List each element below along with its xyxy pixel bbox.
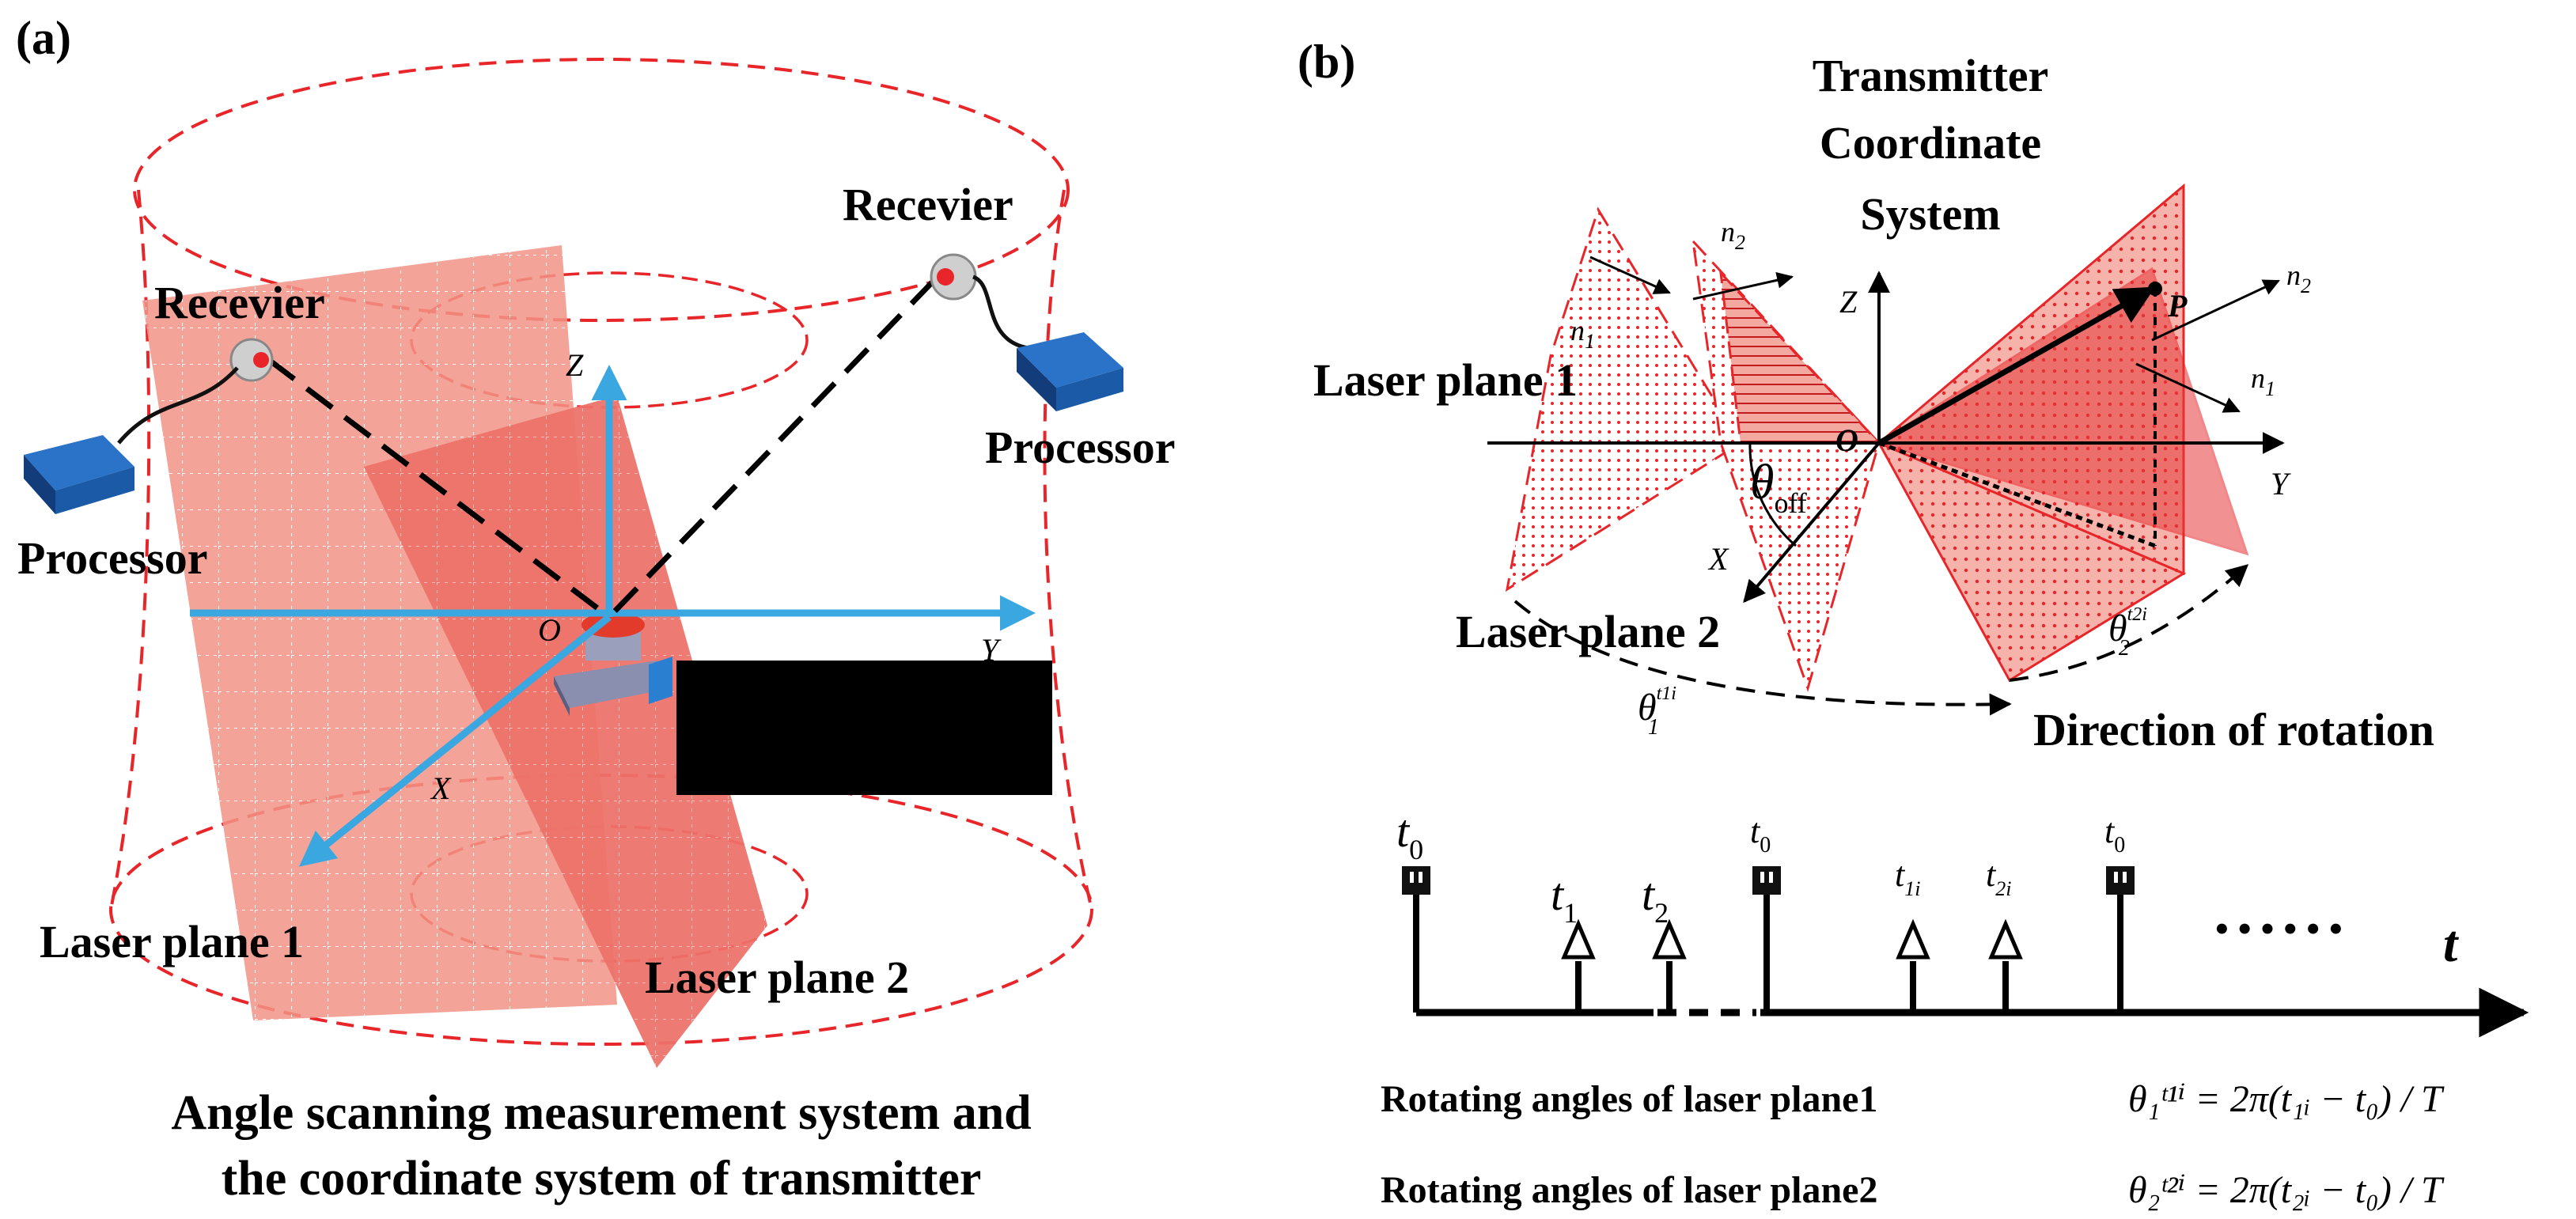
title-b-line3: System bbox=[1860, 188, 2000, 240]
formula-row2: θ₂ᵗ²ⁱ = 2π(t₂ᵢ − t₀) / T bbox=[2128, 1169, 2445, 1211]
theta-off-label: θoff bbox=[1750, 456, 1807, 519]
t2-label: t2 bbox=[1642, 869, 1669, 929]
point-p-label: P bbox=[2167, 288, 2188, 324]
transmitter-device bbox=[554, 612, 672, 716]
title-b-line2: Coordinate bbox=[1820, 117, 2041, 168]
rotation-arc-2 bbox=[2009, 564, 2249, 682]
processor-right-label: Processor bbox=[985, 422, 1176, 473]
n2-right-label: n2 bbox=[2286, 259, 2311, 297]
caption-a-line2: the coordinate system of transmitter bbox=[222, 1152, 982, 1206]
continuation-dots: • • • • • • bbox=[2215, 908, 2343, 950]
vector-op bbox=[1877, 286, 2156, 446]
t1-label: t1 bbox=[1551, 869, 1578, 929]
laser-plane-1-b bbox=[1505, 206, 1743, 592]
title-b-line1: Transmitter bbox=[1813, 50, 2049, 101]
formula-row2-label: Rotating angles of laser plane2 bbox=[1381, 1169, 1877, 1211]
projection-oblique bbox=[1878, 441, 2156, 548]
laser-plane-1-a-label: Laser plane 1 bbox=[40, 916, 304, 967]
n1-right-label: n1 bbox=[2251, 362, 2275, 400]
formula-row1-label: Rotating angles of laser plane1 bbox=[1381, 1078, 1877, 1120]
panel-b-label: (b) bbox=[1297, 36, 1355, 88]
t0-label-1: t0 bbox=[1396, 805, 1423, 865]
receiver-right bbox=[930, 253, 977, 301]
laser-plane-1-b-label: Laser plane 1 bbox=[1313, 354, 1578, 406]
formulas: Rotating angles of laser plane1 θ₁ᵗ¹ⁱ = … bbox=[1381, 1078, 2445, 1211]
t0-marker-3 bbox=[2106, 866, 2135, 895]
laser-plane-2-b-label: Laser plane 2 bbox=[1456, 606, 1720, 657]
receiver-left bbox=[229, 338, 274, 382]
cable-right bbox=[972, 274, 1029, 350]
receiver-left-label: Recevier bbox=[154, 277, 325, 328]
t0-marker-1 bbox=[1402, 866, 1430, 895]
time-axis-label: t bbox=[2443, 915, 2459, 973]
timing-diagram: t0 t1 t2 t0 t1i t2i t0 • • • • • • t bbox=[1396, 805, 2529, 1038]
processor-right bbox=[1017, 332, 1123, 411]
axes-b bbox=[1487, 271, 2285, 604]
formula-row1: θ₁ᵗ¹ⁱ = 2π(t₁ᵢ − t₀) / T bbox=[2128, 1078, 2445, 1120]
origin-b: O bbox=[1835, 422, 1858, 458]
laser-plane-2-a bbox=[364, 396, 767, 1068]
panel-b: (b) Transmitter Coordinate System Z Y X … bbox=[1297, 36, 2434, 755]
n2-left-label: n2 bbox=[1721, 216, 1745, 254]
theta-off-arc bbox=[1748, 442, 1797, 547]
axis-y-b: Y bbox=[2271, 466, 2291, 502]
axis-x-b: X bbox=[1707, 541, 1729, 577]
origin-a: O bbox=[538, 612, 561, 648]
t0-label-3: t0 bbox=[2104, 812, 2125, 857]
normal-n2-right bbox=[2151, 279, 2280, 342]
processor-left bbox=[24, 435, 134, 514]
ray-right bbox=[607, 278, 936, 619]
cable-left bbox=[117, 366, 239, 445]
normal-n2-left bbox=[1692, 271, 1794, 301]
panel-a: (a) Z Y X O bbox=[16, 12, 1176, 1206]
processor-left-label: Processor bbox=[17, 532, 208, 584]
axis-z-a: Z bbox=[566, 347, 584, 383]
normal-n1-right bbox=[2135, 362, 2241, 413]
caption-a-line1: Angle scanning measurement system and bbox=[171, 1086, 1031, 1140]
occluding-box bbox=[676, 661, 1052, 795]
axes-a bbox=[190, 365, 1036, 867]
panel-a-label: (a) bbox=[16, 12, 71, 64]
t1i-label: t1i bbox=[1895, 855, 1920, 900]
normal-n1-left bbox=[1589, 256, 1671, 294]
t0-label-2: t0 bbox=[1750, 812, 1771, 857]
ray-left bbox=[267, 358, 612, 619]
n1-left-label: n1 bbox=[1570, 315, 1595, 353]
laser-plane-2-a-label: Laser plane 2 bbox=[645, 952, 909, 1003]
axis-x-a: X bbox=[430, 770, 452, 806]
receiver-right-label: Recevier bbox=[843, 179, 1013, 230]
axis-z-b: Z bbox=[1839, 284, 1858, 320]
t2i-label: t2i bbox=[1986, 855, 2011, 900]
direction-label: Direction of rotation bbox=[2033, 704, 2434, 755]
t0-marker-2 bbox=[1752, 866, 1781, 895]
